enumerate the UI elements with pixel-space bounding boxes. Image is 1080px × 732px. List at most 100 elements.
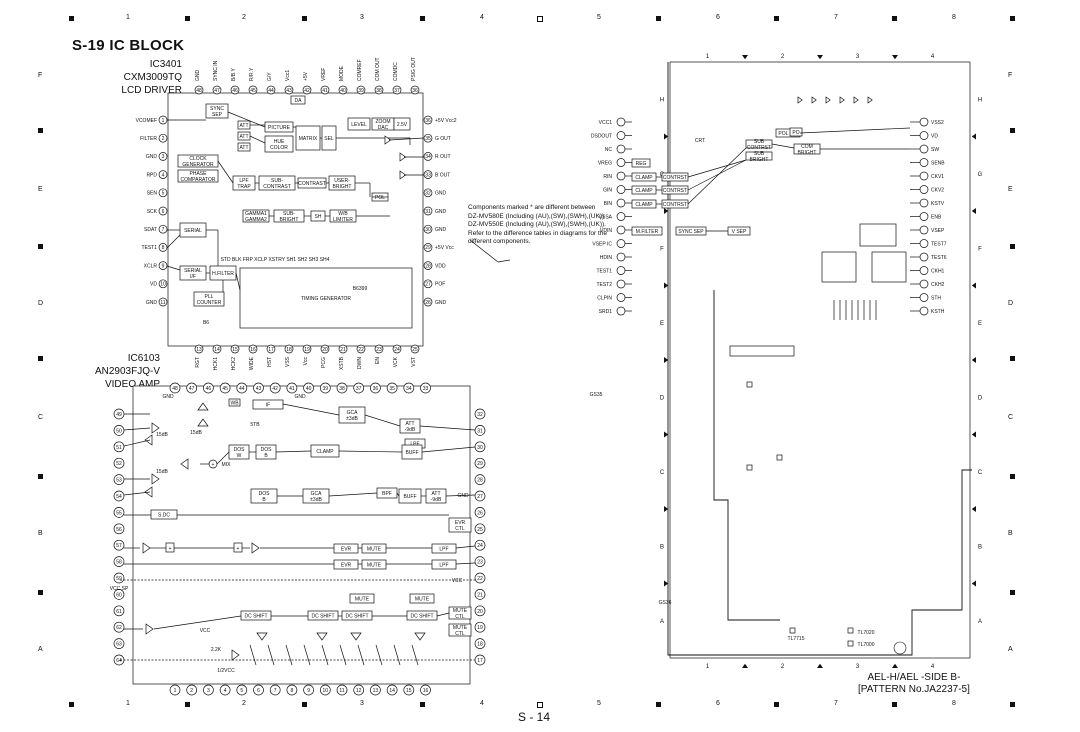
ic3401-pin-name: VREF <box>321 68 327 81</box>
ic3401-pin-name: VST <box>411 357 417 367</box>
ic3401-pin-left <box>158 188 168 198</box>
registration-mark <box>656 702 661 707</box>
ic6103-pin-number: 24 <box>477 543 483 549</box>
ic6103-switch <box>303 644 311 666</box>
ic6103-pin-left <box>113 621 125 633</box>
ic6103-block-label: MUTE <box>453 608 468 614</box>
grid-col-5: 5 <box>597 14 601 21</box>
pcb-buffer <box>867 96 873 104</box>
grid-col-2: 2 <box>242 14 246 21</box>
ic3401-pin-number: 48 <box>196 88 202 94</box>
ic6103-block-label: MUTE <box>355 597 370 603</box>
ic3401-block-label: ATT <box>239 134 248 140</box>
ic3401-pin-name: EN <box>375 357 381 364</box>
ic3401-pin-number: 19 <box>304 347 310 353</box>
ic3401-pin-number: 9 <box>162 263 165 269</box>
pcb-right-pin <box>919 185 929 194</box>
pcb-right-label: CKV2 <box>931 187 944 193</box>
ic6103-pin-number: 42 <box>272 386 278 392</box>
ic6103-func: VIDEO AMP <box>104 379 160 390</box>
ic6103-pin-left <box>113 638 125 649</box>
grid-row-e: E <box>38 186 43 193</box>
ic3401-block-label: BRIGHT <box>280 217 299 223</box>
ic3401-block <box>205 103 229 119</box>
ic6103-pin-number: 10 <box>323 688 329 694</box>
ic6103-switch <box>249 644 257 666</box>
ic6103-pin-bottom <box>353 684 365 696</box>
ic3401-block-label: DAC <box>378 125 389 131</box>
wire <box>436 612 450 617</box>
ic3401-block-label: ATT <box>239 145 248 151</box>
ic6103-pin-number: 26 <box>477 510 483 516</box>
ic6103-pin-left <box>113 539 125 551</box>
ic6103-amp <box>145 623 154 635</box>
ic3401-pin-name: PSIG OUT <box>411 57 417 81</box>
ic6103-block-label: DOS <box>234 447 246 453</box>
ic3401-pin-name: COM OUT <box>375 57 381 81</box>
page-title: S-19 IC BLOCK <box>72 37 185 54</box>
ic6103-pin-number: 49 <box>116 412 122 418</box>
ic3401-pin-number: 46 <box>232 88 238 94</box>
pcb-left-pin <box>616 279 626 289</box>
ic3401-pin-top <box>230 85 240 95</box>
ic3401-pin-top <box>212 85 222 95</box>
ic3401-block-label: W/B <box>338 211 348 217</box>
ic6103-block-label: MUTE <box>367 547 382 553</box>
ic6103-block <box>307 610 339 621</box>
ic6103-block <box>448 517 472 533</box>
ic3401-pin-right <box>423 206 433 216</box>
ic6103-block <box>448 623 472 637</box>
wire <box>227 111 266 128</box>
pcb-left-label: NC <box>605 147 613 153</box>
ic6103-pin-left <box>113 490 125 502</box>
ic3401-pin-number: 4 <box>162 172 165 178</box>
ic3401-block-label: ATT <box>239 123 248 129</box>
registration-mark <box>38 590 43 595</box>
ic3401-block-label: COMPARATOR <box>180 177 215 183</box>
ic6103-pin-bottom <box>253 684 264 696</box>
ic6103-block-label: CLAMP <box>316 449 334 455</box>
grid-row-a: A <box>38 646 43 653</box>
ic6103-pin-number: 19 <box>477 625 483 631</box>
ic6103-gain: 15dB <box>190 430 202 436</box>
ic3401-block-label: CLOCK <box>189 156 207 162</box>
wire <box>217 160 234 184</box>
ic6103-pin-top <box>319 382 331 394</box>
ic3401-pin-name: COMDC <box>393 62 399 81</box>
pcb-right-pin <box>919 306 929 316</box>
ic6103-pin-top <box>286 382 298 394</box>
ic6103-pin-top <box>336 382 348 394</box>
registration-mark <box>38 244 43 249</box>
wire <box>249 135 266 144</box>
registration-mark <box>38 128 43 133</box>
ic3401-pin-number: 32 <box>425 191 431 197</box>
grid-row-r-d: D <box>1008 300 1014 307</box>
pcb-block-label: SYNC SEP <box>678 229 704 235</box>
ic3401-pin-name: B/B.Y <box>231 68 237 81</box>
ic6103-gnd: GND <box>457 493 469 499</box>
pcb-block <box>631 158 651 168</box>
registration-mark <box>38 474 43 479</box>
ic6103-mixer-sign: + <box>212 462 215 468</box>
ic3401-pin-bottom <box>410 344 420 354</box>
ic3401-part: CXM3009TQ <box>123 72 182 83</box>
ic3401-block-label: ZOOM <box>376 119 391 125</box>
grid-col-b-5: 5 <box>597 700 601 707</box>
ic6103-block-label: CTL <box>455 614 465 620</box>
ic6103-pin-number: 40 <box>306 386 312 392</box>
pcb-ic-block <box>871 251 907 283</box>
pcb-block-label: BRIGHT <box>798 150 817 156</box>
ic3401-block-label: USER- <box>334 178 350 184</box>
pcb-right-pin <box>919 225 929 235</box>
grid-col-b-3: 3 <box>360 700 364 707</box>
ic3401-pin-left <box>158 152 168 161</box>
wire <box>419 425 476 431</box>
ic3401-pin-number: 42 <box>304 88 310 94</box>
ic6103-block-label: B <box>262 497 266 503</box>
grid-col-b-8: 8 <box>952 700 956 707</box>
grid-row-r-e: E <box>1008 186 1013 193</box>
ic3401-pin-number: 24 <box>394 347 400 353</box>
ic3401-pin-name: R OUT <box>435 154 451 160</box>
pcb-testpoint <box>746 464 753 471</box>
grid-row-r-a: A <box>1008 646 1013 653</box>
